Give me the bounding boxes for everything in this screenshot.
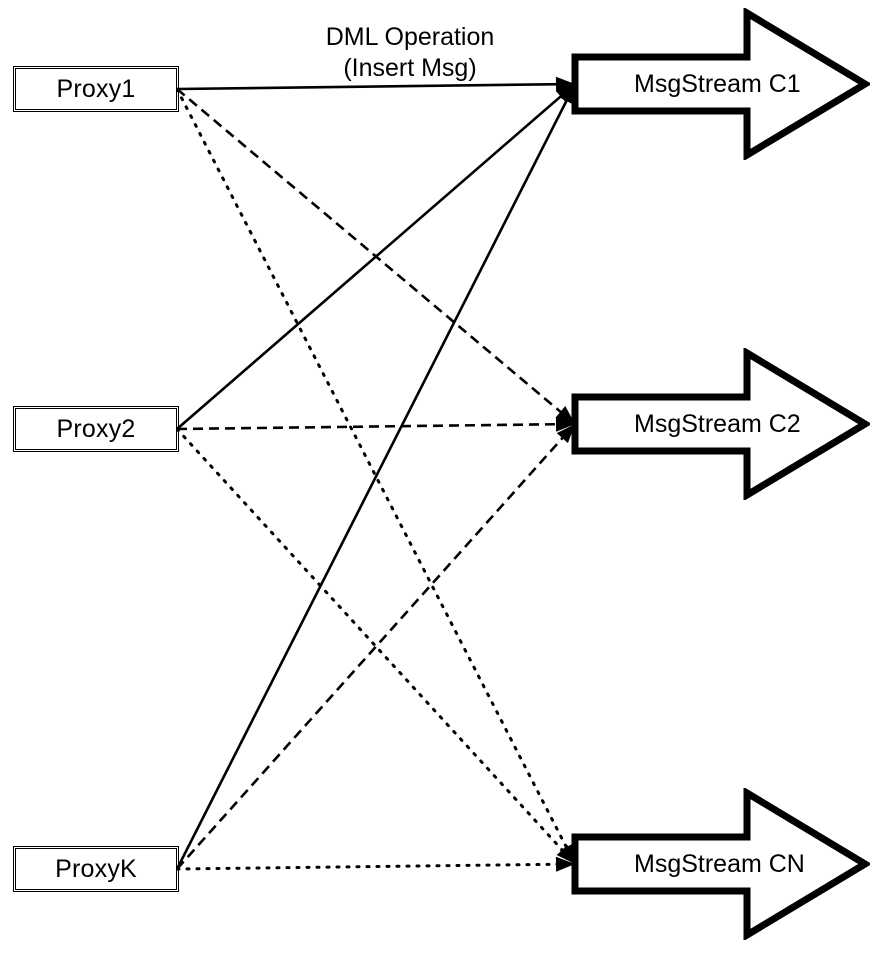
proxy-node-label: Proxy1 bbox=[56, 74, 136, 103]
connection-proxy2-to-cn bbox=[175, 427, 568, 856]
arrowhead-proxy2-to-cn bbox=[556, 844, 575, 864]
arrowhead-proxy1-to-c1 bbox=[555, 76, 575, 92]
arrowhead-proxy1-to-c2 bbox=[555, 406, 575, 424]
arrowhead-proxyk-to-c2 bbox=[556, 424, 575, 444]
block-arrow-shape bbox=[571, 788, 870, 940]
proxy-node-proxy1[interactable]: Proxy1 bbox=[13, 66, 179, 112]
arrowhead-proxy2-to-c2 bbox=[555, 416, 575, 432]
connection-proxy2-to-c2 bbox=[176, 422, 562, 431]
connection-proxyk-to-cn bbox=[175, 862, 563, 871]
arrowhead-proxyk-to-c1 bbox=[559, 84, 575, 105]
msgstream-node-cn[interactable]: MsgStream CN bbox=[570, 788, 870, 940]
connection-proxy2-to-c1 bbox=[176, 92, 566, 430]
connection-proxy1-to-c2 bbox=[176, 88, 566, 416]
block-arrow-shape bbox=[571, 8, 870, 160]
connection-proxy1-to-cn bbox=[175, 87, 571, 854]
arrowhead-proxyk-to-cn bbox=[555, 856, 575, 872]
proxy-node-proxyk[interactable]: ProxyK bbox=[13, 846, 179, 892]
msgstream-node-c2[interactable]: MsgStream C2 bbox=[570, 348, 870, 500]
connection-proxyk-to-c2 bbox=[176, 433, 567, 870]
edge-caption-dml-operation: DML Operation (Insert Msg) bbox=[325, 23, 495, 82]
block-arrow-shape bbox=[571, 348, 870, 500]
connection-proxyk-to-c1 bbox=[175, 95, 570, 870]
proxy-node-label: ProxyK bbox=[55, 854, 137, 883]
proxy-node-label: Proxy2 bbox=[56, 414, 136, 443]
msgstream-node-c1[interactable]: MsgStream C1 bbox=[570, 8, 870, 160]
proxy-node-proxy2[interactable]: Proxy2 bbox=[13, 406, 179, 452]
connection-proxy1-to-c1 bbox=[176, 82, 562, 91]
